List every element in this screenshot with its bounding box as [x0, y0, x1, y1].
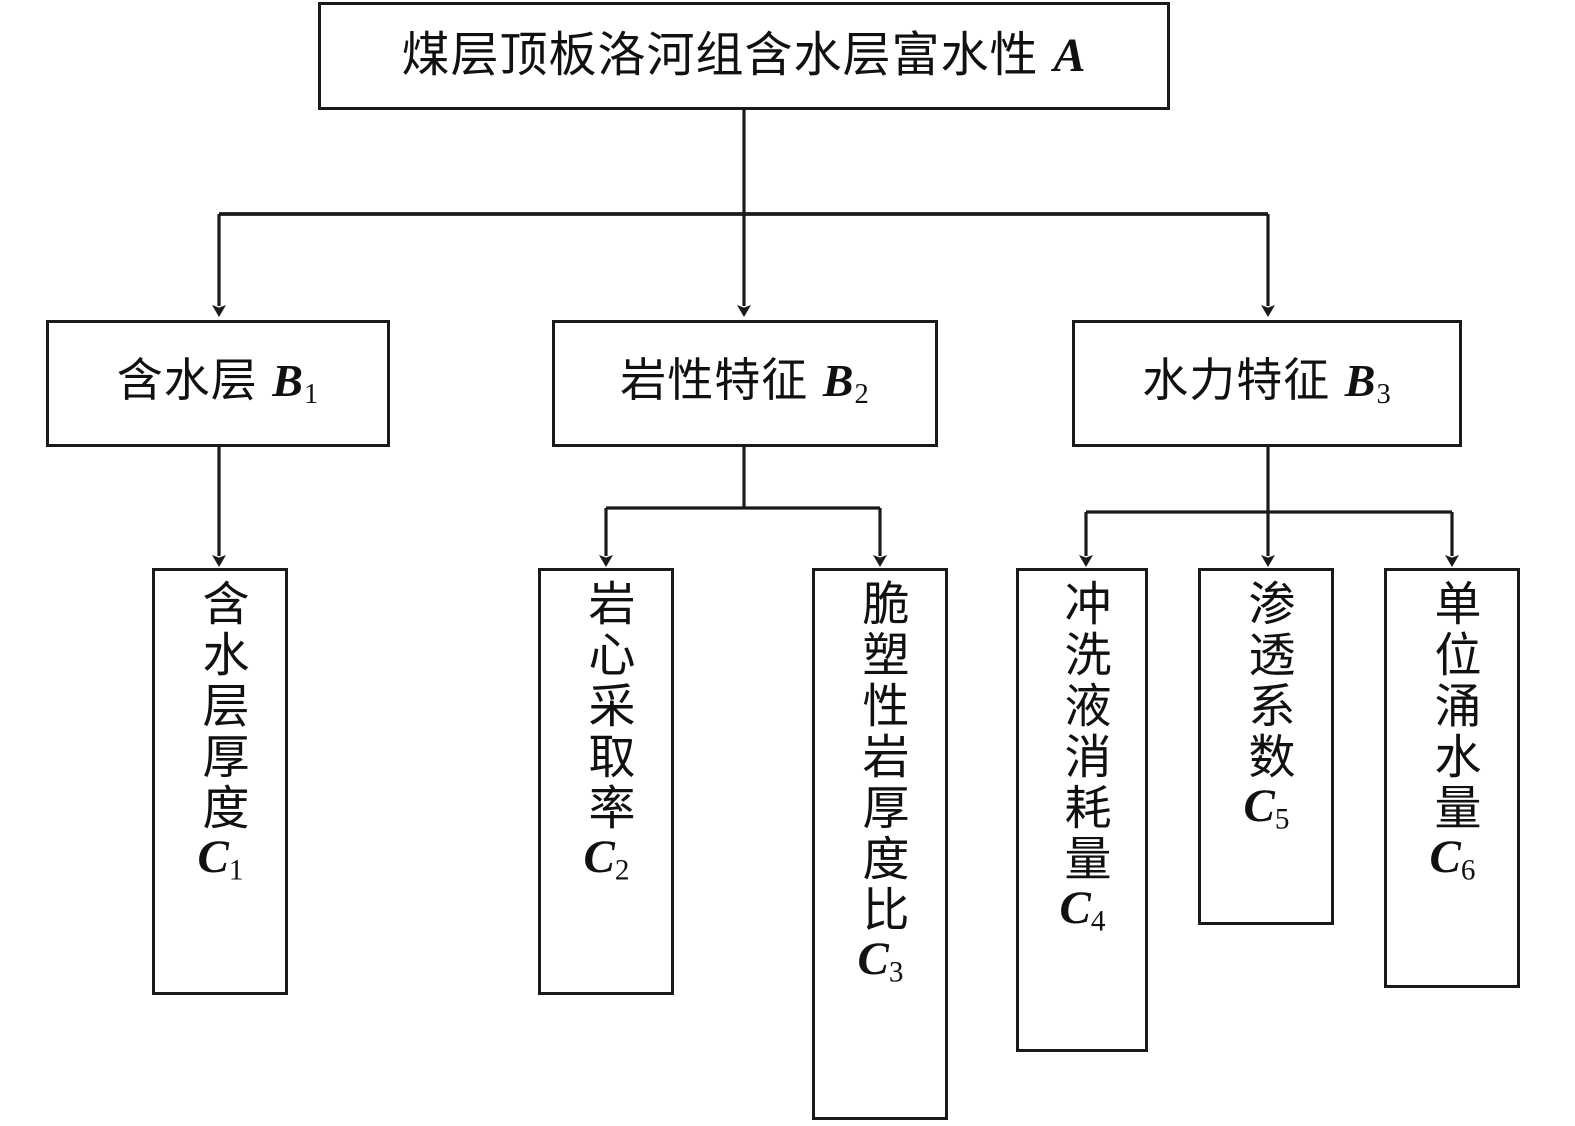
node-subcriterion-c3[interactable]: 脆塑性岩厚度比C3 [812, 568, 948, 1120]
node-subcriterion-c4[interactable]: 冲洗液消耗量C4 [1016, 568, 1148, 1052]
node-subcriterion-c6[interactable]: 单位涌水量C6 [1384, 568, 1520, 988]
node-subcriterion-c2-label: 岩心采取率C2 [580, 579, 633, 887]
node-criterion-b3[interactable]: 水力特征 B3 [1072, 320, 1462, 447]
edge-a-to-bus [219, 110, 1268, 216]
node-subcriterion-c2[interactable]: 岩心采取率C2 [538, 568, 674, 995]
node-subcriterion-c4-label: 冲洗液消耗量C4 [1056, 579, 1109, 938]
node-subcriterion-c5[interactable]: 渗透系数C5 [1198, 568, 1334, 925]
edge-b3-branch [1086, 447, 1452, 514]
node-criterion-b2[interactable]: 岩性特征 B2 [552, 320, 938, 447]
node-criterion-b1[interactable]: 含水层 B1 [46, 320, 390, 447]
node-criterion-b2-label: 岩性特征 B2 [620, 355, 870, 411]
node-subcriterion-c5-label: 渗透系数C5 [1240, 579, 1293, 836]
node-subcriterion-c3-label: 脆塑性岩厚度比C3 [854, 579, 907, 989]
node-goal-a-label: 煤层顶板洛河组含水层富水性 A [401, 29, 1087, 83]
node-goal-a[interactable]: 煤层顶板洛河组含水层富水性 A [318, 2, 1170, 110]
node-criterion-b3-label: 水力特征 B3 [1142, 355, 1392, 411]
node-criterion-b1-label: 含水层 B1 [116, 355, 320, 411]
node-subcriterion-c6-label: 单位涌水量C6 [1426, 579, 1479, 887]
edge-b2-branch [606, 447, 880, 510]
node-subcriterion-c1[interactable]: 含水层厚度C1 [152, 568, 288, 995]
node-subcriterion-c1-label: 含水层厚度C1 [194, 579, 247, 887]
